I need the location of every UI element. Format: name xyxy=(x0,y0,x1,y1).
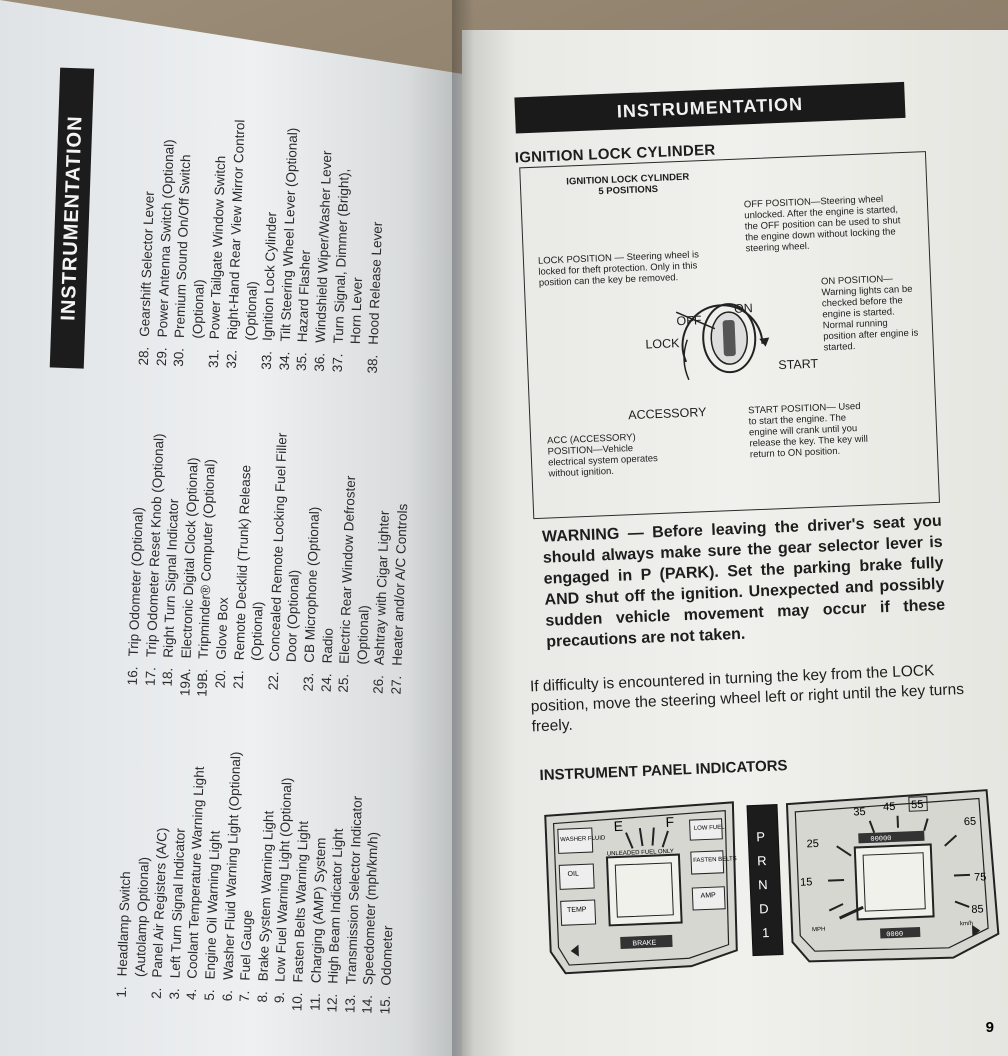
legend-item-number: 14. xyxy=(359,994,376,1014)
book-gutter-shadow xyxy=(452,0,474,1056)
label-start: START xyxy=(778,356,819,373)
prnd-r: R xyxy=(757,853,767,868)
legend-item-number: 9. xyxy=(272,991,288,1004)
speed-85: 85 xyxy=(971,903,984,915)
legend-item-number: 26. xyxy=(370,674,387,695)
low-fuel-label: LOW FUEL xyxy=(694,825,726,832)
odometer-readout: 00000 xyxy=(870,835,891,844)
speed-75: 75 xyxy=(974,871,987,883)
legend-item-number: 4. xyxy=(184,988,200,1001)
legend-item-number: 21. xyxy=(230,669,246,690)
prnd-p: P xyxy=(756,829,765,844)
speed-25: 25 xyxy=(806,838,819,850)
legend-item-number: 25. xyxy=(335,673,352,693)
prnd-1: 1 xyxy=(762,925,770,940)
legend-item-number: 2. xyxy=(148,987,165,1000)
legend-item-number: 38. xyxy=(364,354,381,374)
right-page-header: INSTRUMENTATION xyxy=(514,81,906,134)
legend-item-number: 11. xyxy=(306,992,323,1012)
legend-item-number: 13. xyxy=(342,994,358,1014)
legend-column-2: 16.Trip Odometer (Optional)17.Trip Odome… xyxy=(123,427,414,710)
legend-item-number: 33. xyxy=(258,350,275,371)
legend-item-number: 29. xyxy=(153,347,170,367)
fuel-f-label: F xyxy=(665,814,674,830)
acc-position-text: ACC (ACCESSORY) POSITION—Vehicle electri… xyxy=(546,431,659,480)
right-page-rotated-content: INSTRUMENTATION IGNITION LOCK CYLINDER I… xyxy=(502,30,1008,1037)
legend-item-number: 6. xyxy=(219,989,235,1002)
legend-item-number: 16. xyxy=(124,666,141,686)
fuel-e-label: E xyxy=(613,818,623,834)
speed-45: 45 xyxy=(883,801,896,813)
speed-65: 65 xyxy=(964,816,977,828)
legend-item-number: 1. xyxy=(113,986,130,998)
left-page-header: INSTRUMENTATION xyxy=(49,67,95,369)
fasten-belts-label: FASTEN BELTS xyxy=(693,856,737,864)
legend-item-number: 19B. xyxy=(194,668,211,697)
unleaded-label: UNLEADED FUEL ONLY xyxy=(607,849,674,858)
legend-item-number: 24. xyxy=(318,673,334,693)
legend-item-text: Radio xyxy=(319,627,336,664)
legend-item-number: 12. xyxy=(324,993,341,1013)
legend-item-number: 22. xyxy=(265,671,282,691)
legend-item-number: 34. xyxy=(276,351,293,371)
trip-readout: 0000 xyxy=(886,931,903,940)
legend-item-number: 27. xyxy=(388,675,405,695)
temp-label: TEMP xyxy=(567,906,587,914)
ignition-diagram: IGNITION LOCK CYLINDER 5 POSITIONS LOCK … xyxy=(519,151,941,520)
left-page: INSTRUMENTATION 1.Headlamp Switch(Autola… xyxy=(0,0,462,1056)
ignition-key-icon xyxy=(675,303,770,381)
difficulty-paragraph: If difficulty is encountered in turning … xyxy=(529,662,965,736)
legend-item-number: 31. xyxy=(206,348,222,369)
legend-item-number: 15. xyxy=(377,995,393,1015)
legend-item-number: 35. xyxy=(294,351,310,372)
speed-35: 35 xyxy=(853,806,866,818)
instrument-panel-title: INSTRUMENT PANEL INDICATORS xyxy=(539,757,788,785)
kmh-label: km/h xyxy=(960,921,973,928)
mph-label: MPH xyxy=(812,927,826,934)
legend-item-text: Odometer xyxy=(378,925,396,986)
legend-item-number: 3. xyxy=(166,987,182,1000)
legend-item-number: 28. xyxy=(135,346,152,366)
legend-item-number: 23. xyxy=(300,672,317,692)
legend-item-number: 18. xyxy=(159,667,176,687)
instrument-panel-illustration: WASHER FLUID OIL TEMP BRAKE LOW FUEL FAS… xyxy=(535,783,1008,982)
start-position-text: START POSITION— Used to start the engine… xyxy=(747,400,869,461)
on-position-text: ON POSITION— Warning lights can be check… xyxy=(820,273,919,354)
legend-item-number: 10. xyxy=(289,992,306,1012)
brake-label: BRAKE xyxy=(632,940,656,948)
legend-item-text: Glove Box xyxy=(213,597,231,660)
label-accessory: ACCESSORY xyxy=(627,405,707,423)
left-page-rotated-content: INSTRUMENTATION 1.Headlamp Switch(Autola… xyxy=(49,67,462,1034)
off-position-text: OFF POSITION—Steering wheel unlocked. Af… xyxy=(743,193,901,255)
legend-item-number: 8. xyxy=(254,990,270,1003)
right-page: INSTRUMENTATION IGNITION LOCK CYLINDER I… xyxy=(462,30,1008,1056)
legend-item-text: Hood Release Lever xyxy=(365,221,385,345)
legend-item-number: 37. xyxy=(329,353,345,373)
legend-item-number: 36. xyxy=(311,352,328,372)
legend-item-number: 30. xyxy=(171,347,187,367)
oil-label: OIL xyxy=(567,871,579,878)
amp-label: AMP xyxy=(700,892,716,900)
legend-item-number: 19A. xyxy=(177,668,194,697)
legend-item-number: 20. xyxy=(212,669,229,689)
legend-item-number: 7. xyxy=(236,990,253,1003)
washer-label: WASHER FLUID xyxy=(560,835,606,843)
page-number: 9 xyxy=(985,1019,994,1036)
speed-15: 15 xyxy=(800,876,813,888)
legend-item-number: 32. xyxy=(223,349,240,369)
legend-item-number: 5. xyxy=(201,989,218,1001)
speed-55: 55 xyxy=(911,799,924,811)
warning-text: WARNING — Before leaving the driver's se… xyxy=(541,512,946,651)
prnd-d: D xyxy=(759,901,769,916)
legend-column-1: 1.Headlamp Switch(Autolamp Optional)2.Pa… xyxy=(112,748,403,1030)
lock-position-text: LOCK POSITION — Steering wheel is locked… xyxy=(537,249,700,289)
legend-item-number: 17. xyxy=(142,666,158,687)
diagram-title: IGNITION LOCK CYLINDER 5 POSITIONS xyxy=(553,171,704,199)
instrument-panel-svg: WASHER FLUID OIL TEMP BRAKE LOW FUEL FAS… xyxy=(544,789,1000,975)
prnd-n: N xyxy=(758,877,768,892)
